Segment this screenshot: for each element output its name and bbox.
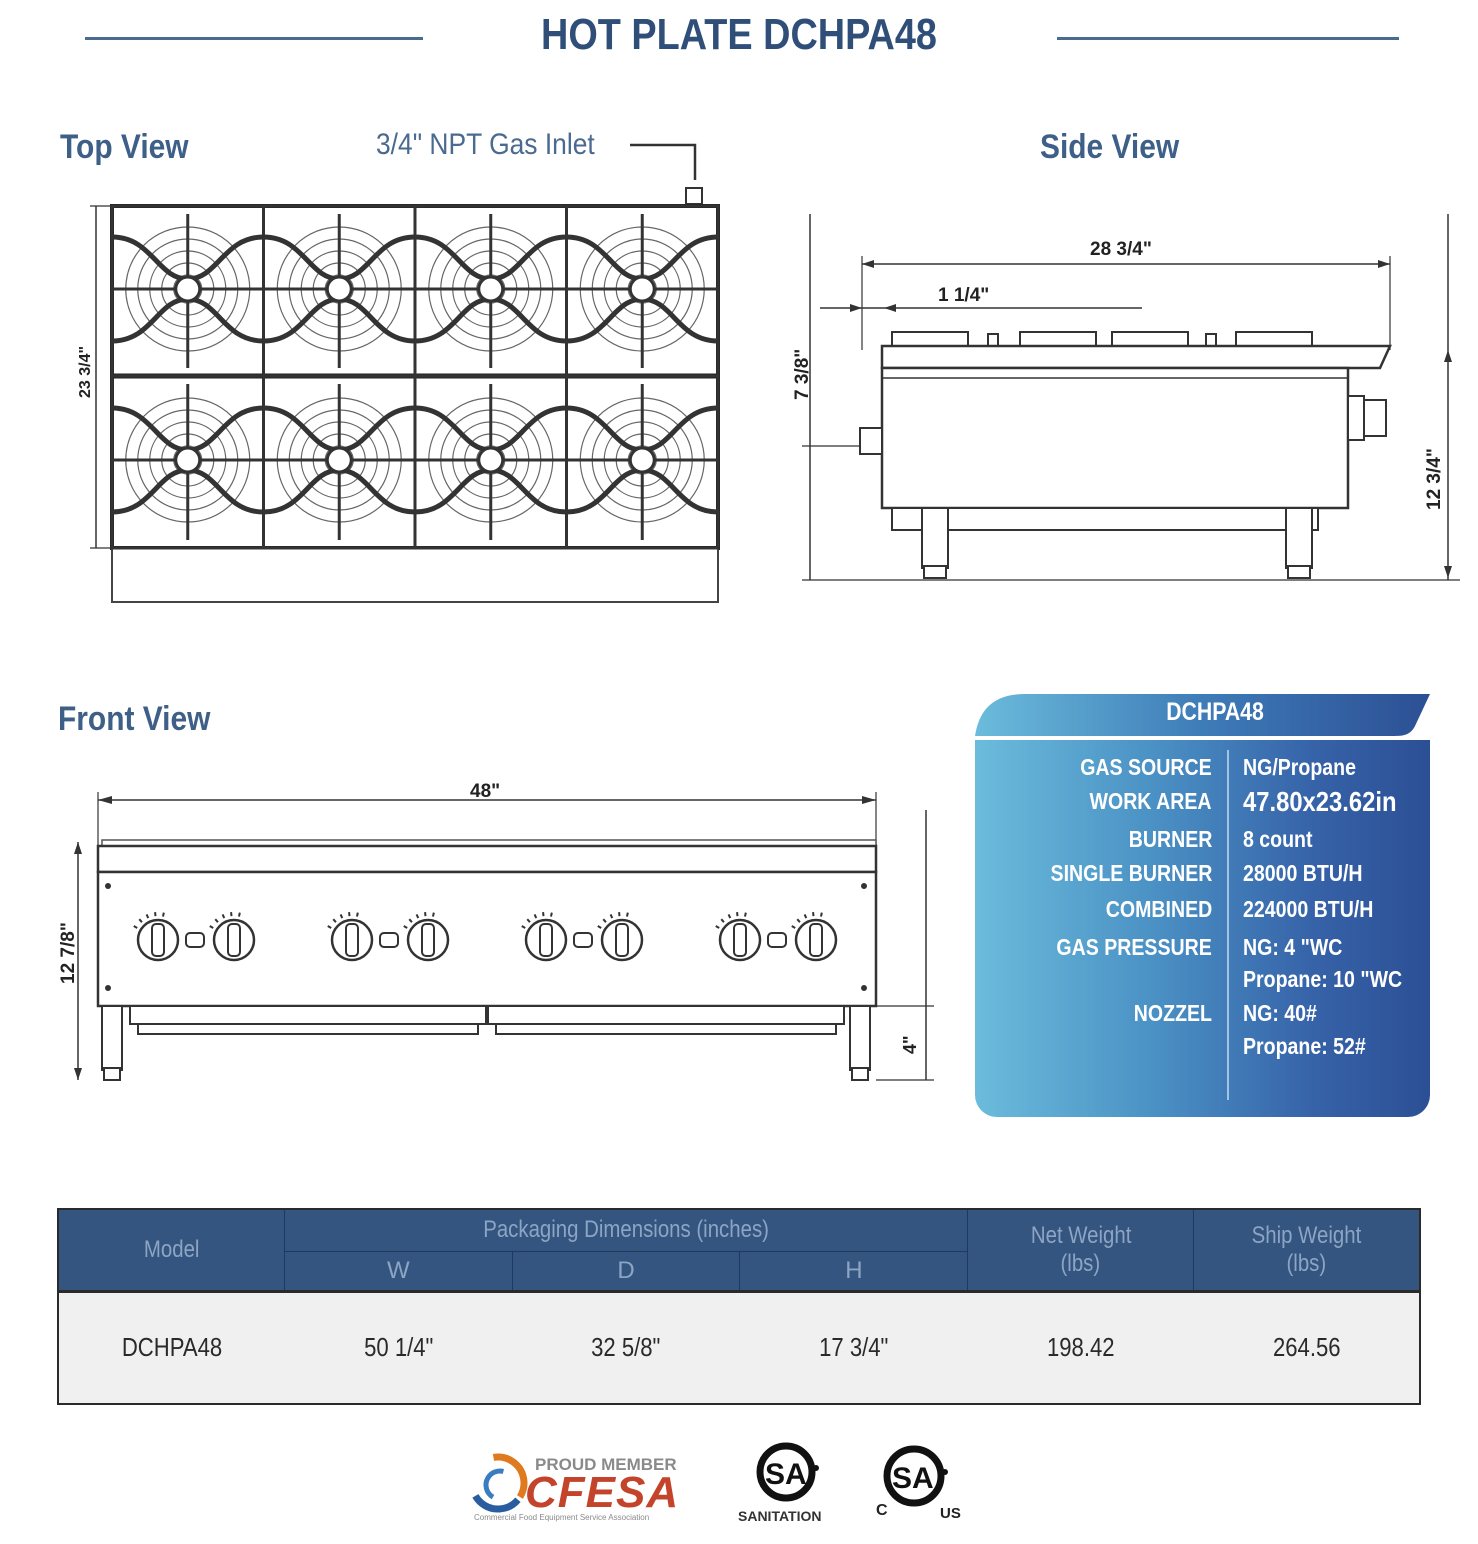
csa-cus-logo-icon: SA — [883, 1445, 948, 1507]
spec-value: NG: 4 "WC — [1243, 934, 1343, 960]
spec-divider — [1227, 750, 1229, 1100]
front-width-label: 48" — [470, 781, 500, 802]
top-view-label: Top View — [60, 128, 189, 166]
csa-us-label: US — [940, 1505, 961, 1522]
top-view-drawing: 23 3/4" — [77, 143, 720, 603]
page-title: HOT PLATE DCHPA48 — [541, 10, 937, 59]
burner-grate-icon — [565, 374, 720, 550]
side-offset-label: 1 1/4" — [938, 285, 989, 306]
spec-value: Propane: 52# — [1243, 1033, 1366, 1059]
control-knob-icon — [597, 912, 644, 962]
spec-label: SINGLE BURNER — [1050, 860, 1212, 886]
igniter-icon — [185, 932, 205, 948]
csa-sanitation-logo-icon: SA — [756, 1442, 819, 1502]
cell-d: 32 5/8" — [512, 1289, 740, 1404]
burner-grate-icon — [110, 374, 265, 550]
burner-grate-icon — [413, 204, 568, 378]
header-h: H — [739, 1250, 969, 1292]
cfesa-wordmark: CFESA — [525, 1468, 680, 1517]
control-knob-icon — [209, 912, 256, 962]
packaging-table: Model Packaging Dimensions (inches) Net … — [57, 1208, 1421, 1405]
table-row: DCHPA48 50 1/4" 32 5/8" 17 3/4" 198.42 2… — [58, 1289, 1420, 1404]
spec-value: NG/Propane — [1243, 754, 1356, 780]
spec-label: GAS PRESSURE — [1056, 934, 1212, 960]
csa-sanitation-label: SANITATION — [738, 1508, 822, 1524]
cell-ship-weight: 264.56 — [1193, 1289, 1420, 1404]
spec-label: WORK AREA — [1089, 788, 1212, 814]
cell-h: 17 3/4" — [739, 1289, 968, 1404]
igniter-icon — [767, 932, 787, 948]
spec-value: 8 count — [1243, 826, 1313, 852]
csa-c-label: C — [876, 1502, 888, 1519]
header-ship-weight: Ship Weight(lbs) — [1193, 1208, 1421, 1292]
header-d: D — [511, 1250, 741, 1292]
title-rule-left — [85, 37, 423, 40]
control-knob-icon — [791, 912, 838, 962]
header-w: W — [283, 1250, 513, 1292]
side-inlet-height-label: 7 3/8" — [792, 349, 813, 400]
control-knob-icon — [715, 912, 762, 962]
front-leg-label: 4" — [900, 1035, 920, 1054]
spec-card-header — [975, 694, 1430, 736]
control-knob-icon — [327, 912, 374, 962]
title-rule-right — [1057, 37, 1399, 40]
cfesa-subtitle: Commercial Food Equipment Service Associ… — [474, 1513, 650, 1522]
cfesa-proud-text: PROUD MEMBER — [535, 1455, 677, 1474]
control-knob-icon — [521, 912, 568, 962]
front-view-drawing: 48" 12 7/8" 4" — [58, 781, 934, 1081]
cfesa-logo-icon — [468, 1453, 528, 1513]
top-depth-label: 23 3/4" — [77, 346, 94, 398]
spec-value: 224000 BTU/H — [1243, 896, 1374, 922]
spec-value: Propane: 10 "WC — [1243, 966, 1403, 992]
gas-inlet-label: 3/4" NPT Gas Inlet — [376, 128, 595, 161]
igniter-icon — [573, 932, 593, 948]
spec-card: DCHPA48 GAS SOURCE NG/Propane WORK AREA … — [975, 692, 1430, 1117]
spec-label: NOZZEL — [1133, 1000, 1212, 1026]
front-height-label: 12 7/8" — [58, 922, 79, 984]
front-view-label: Front View — [58, 700, 211, 738]
header-model: Model — [57, 1208, 285, 1292]
side-view-label: Side View — [1040, 128, 1180, 166]
side-view-drawing: 28 3/4" 1 1/4" 7 3/8" 12 3/4" — [792, 214, 1460, 581]
spec-label: BURNER — [1128, 826, 1212, 852]
spec-card-body: GAS SOURCE NG/Propane WORK AREA 47.80x23… — [975, 740, 1430, 1117]
spec-label: COMBINED — [1105, 896, 1212, 922]
svg-text:SA: SA — [892, 1462, 934, 1495]
burner-grate-icon — [110, 204, 265, 378]
cell-net-weight: 198.42 — [967, 1289, 1194, 1404]
cell-w: 50 1/4" — [284, 1289, 513, 1404]
cell-model: DCHPA48 — [58, 1289, 285, 1404]
burner-grate-icon — [413, 374, 568, 550]
svg-text:SA: SA — [765, 1458, 807, 1491]
spec-card-title: DCHPA48 — [1166, 698, 1264, 726]
header-packaging: Packaging Dimensions (inches) — [283, 1208, 969, 1252]
side-height-label: 12 3/4" — [1424, 448, 1445, 510]
igniter-icon — [379, 932, 399, 948]
spec-label: GAS SOURCE — [1080, 754, 1212, 780]
header-net-weight: Net Weight(lbs) — [967, 1208, 1195, 1292]
spec-value: 28000 BTU/H — [1243, 860, 1363, 886]
control-knob-icon — [403, 912, 450, 962]
spec-value: 47.80x23.62in — [1243, 786, 1397, 817]
spec-value: NG: 40# — [1243, 1000, 1317, 1026]
side-depth-label: 28 3/4" — [1090, 239, 1152, 260]
control-knob-icon — [133, 912, 180, 962]
